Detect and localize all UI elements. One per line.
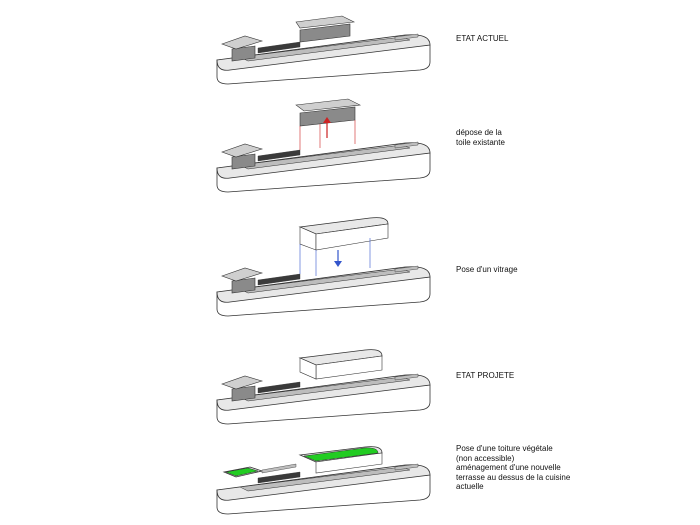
new-glazing-side (299, 357, 317, 380)
rear-cabin-roof (221, 143, 264, 158)
deck (239, 376, 411, 402)
hull-side (216, 474, 431, 515)
bow-fittings (394, 265, 419, 273)
window-strip (257, 381, 301, 394)
bow-fittings (394, 141, 419, 149)
rear-cabin-wall (231, 277, 256, 294)
hull-side (216, 276, 431, 317)
lifted-tent-roof (295, 98, 362, 112)
step-label-vitrage: Pose d'un vitrage (456, 265, 518, 274)
lift-arrow-head (323, 117, 331, 123)
bow-fittings (394, 463, 419, 471)
green-roof-main (303, 447, 379, 462)
deck (239, 466, 411, 492)
deck (239, 144, 411, 170)
window-strip (257, 471, 301, 484)
window-strip (257, 273, 301, 286)
drop-arrow-head (334, 261, 342, 267)
barge-vitrage (216, 217, 431, 317)
rear-cabin-wall (231, 385, 256, 402)
step-label-etat-projete: ETAT PROJETE (456, 371, 515, 380)
window-strip (257, 41, 301, 54)
barge-toiture (216, 446, 431, 515)
hull-side (216, 44, 431, 85)
hull-side (216, 384, 431, 425)
deck (239, 36, 411, 62)
tent-roof (295, 15, 356, 29)
barge-etat-actuel (216, 15, 431, 85)
rear-cabin-wall (231, 45, 256, 62)
step-label-etat-actuel: ETAT ACTUEL (456, 34, 509, 43)
hull-side (216, 152, 431, 193)
deck (239, 268, 411, 294)
barge-depose (216, 98, 431, 193)
bow-fittings (394, 373, 419, 381)
rear-cabin-roof (221, 267, 264, 282)
rear-cabin-roof (221, 375, 264, 390)
rear-cabin-wall (231, 153, 256, 170)
stairs (261, 463, 297, 474)
glazing-front (315, 223, 389, 251)
tent-wall (299, 23, 351, 43)
bow-fittings (394, 33, 419, 41)
new-glazing (315, 452, 383, 474)
step-label-toiture: Pose d'une toiture végétale (non accessi… (456, 444, 571, 491)
green-roof-rear (225, 467, 259, 477)
barge-etat-projete (216, 349, 431, 425)
window-strip (257, 149, 301, 162)
rear-cabin-roof (221, 35, 264, 50)
step-label-depose: dépose de la toile existante (456, 128, 505, 147)
